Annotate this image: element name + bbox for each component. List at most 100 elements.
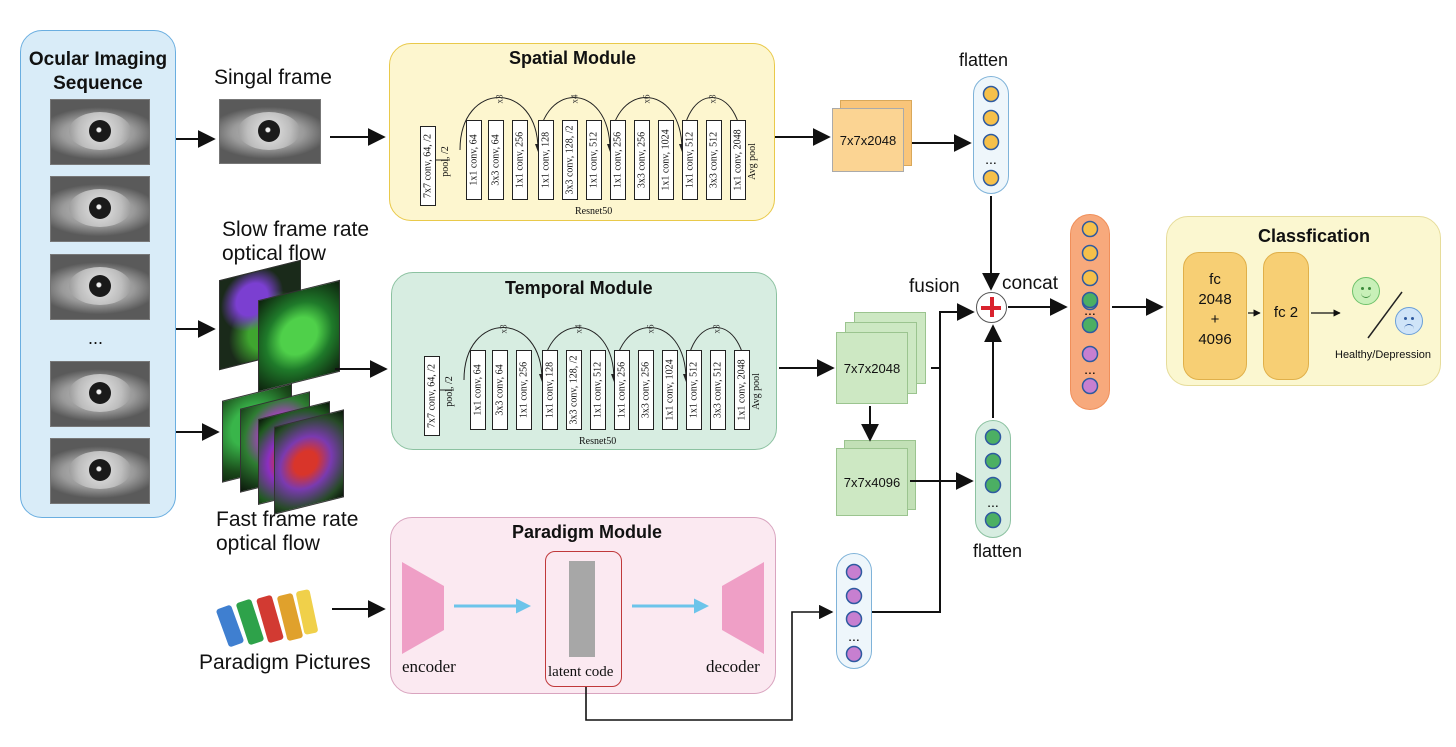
vector-nodes: ..................	[845, 85, 1099, 663]
concat-green-node-0	[1081, 291, 1099, 309]
paradigm-pictures-label: Paradigm Pictures	[199, 651, 371, 674]
flatten-top-node-2	[982, 133, 1000, 151]
fc2-block	[1263, 252, 1309, 380]
slow-flow-label: Slow frame rate optical flow	[222, 218, 370, 265]
paradigm-vector-node-3	[845, 645, 863, 663]
concat-purple-node-0	[1081, 345, 1099, 363]
decoder-shape	[722, 562, 764, 654]
concat-a-ellipsis: ...	[1084, 260, 1096, 276]
spatial-layer-8: 1x1 conv, 256	[610, 120, 626, 200]
spatial-layer-6: 3x3 conv, 128, /2	[562, 120, 578, 200]
eye-frame-3	[50, 254, 150, 320]
eye-frame-1	[50, 99, 150, 165]
flatten-bottom-label: flatten	[973, 541, 1023, 561]
spatial-cube-label: 7x7x2048	[832, 108, 904, 172]
temporal-layer-4: 1x1 conv, 256	[516, 350, 532, 430]
arrow-temporal-cube-to-fusion	[931, 303, 975, 369]
healthy-smiley-icon	[1352, 277, 1380, 305]
flatten-top-label: flatten	[959, 50, 1009, 70]
single-frame-image	[219, 99, 321, 164]
spatial-arc-0	[459, 97, 539, 151]
spatial-layer-3: 3x3 conv, 64	[488, 120, 504, 200]
flatten-top-ellipsis: ...	[985, 151, 997, 167]
temporal-cube-label: 7x7x2048	[836, 332, 908, 404]
concat-green-node-1	[1081, 316, 1099, 334]
flatten-bottom-node-0	[984, 428, 1002, 446]
latent-code-bar	[569, 561, 595, 657]
spatial-layer-13: 1x1 conv, 2048	[730, 120, 746, 200]
eye-frame-4	[50, 361, 150, 427]
spatial-layer-0: 7x7 conv, 64, /2	[420, 126, 436, 206]
decoder-label: decoder	[706, 657, 760, 676]
spatial-layer-5: 1x1 conv, 128	[538, 120, 554, 200]
spatial-layer-7: 1x1 conv, 512	[586, 120, 602, 200]
fusion-plus-icon	[976, 292, 1007, 323]
eye-frame-2	[50, 176, 150, 242]
temporal-layer-8: 1x1 conv, 256	[614, 350, 630, 430]
output-slash	[1367, 291, 1403, 339]
temporal-layer-6: 3x3 conv, 128, /2	[566, 350, 582, 430]
fc2-label: fc 2	[1273, 304, 1299, 321]
temporal-feature-cube-4096: 7x7x4096	[836, 440, 916, 516]
latent-code-label: latent code	[548, 664, 614, 680]
paradigm-vector-node-2	[845, 610, 863, 628]
temporal-layer-10: 1x1 conv, 1024	[662, 350, 678, 430]
temporal-layer-7: 1x1 conv, 512	[590, 350, 606, 430]
spatial-feature-cube: 7x7x2048	[832, 100, 912, 172]
input-panel-title: Ocular Imaging Sequence	[28, 49, 168, 94]
latent-code-box	[545, 551, 622, 687]
concat-orange-node-1	[1081, 244, 1099, 262]
input-ellipsis: ...	[88, 328, 104, 348]
flatten-bottom-ellipsis: ...	[987, 494, 999, 510]
flatten-top-node-0	[982, 85, 1000, 103]
temporal-layer-0: 7x7 conv, 64, /2	[424, 356, 440, 436]
flatten-bottom-node-3	[984, 511, 1002, 529]
paradigm-vector-ellipsis: ...	[848, 628, 860, 644]
temporal-backbone-label: Resnet50	[579, 436, 617, 447]
temporal-layer-9: 3x3 conv, 256	[638, 350, 654, 430]
temporal-layer-2: 1x1 conv, 64	[470, 350, 486, 430]
spatial-layer-11: 1x1 conv, 512	[682, 120, 698, 200]
flatten-top-node-1	[982, 109, 1000, 127]
temporal-layer-3: 3x3 conv, 64	[492, 350, 508, 430]
paradigm-module-title: Paradigm Module	[512, 522, 663, 542]
eye-frame-5	[50, 438, 150, 504]
concat-label: concat	[1002, 273, 1058, 294]
flatten-bottom-node-2	[984, 476, 1002, 494]
temporal-arc-0	[463, 327, 543, 381]
spatial-layer-2: 1x1 conv, 64	[466, 120, 482, 200]
concat-b-ellipsis: ...	[1084, 302, 1096, 318]
classification-output-label: Healthy/Depression	[1335, 349, 1431, 361]
spatial-layer-9: 3x3 conv, 256	[634, 120, 650, 200]
fusion-label: fusion	[909, 276, 960, 297]
encoder-shape	[402, 562, 444, 654]
spatial-layer-10: 1x1 conv, 1024	[658, 120, 674, 200]
fc1-block	[1183, 252, 1247, 380]
paradigm-vector-node-0	[845, 563, 863, 581]
single-frame-label: Singal frame	[214, 66, 332, 89]
temporal-module-title: Temporal Module	[505, 278, 653, 298]
temporal-cube2-label: 7x7x4096	[836, 448, 908, 516]
arrow-paradigm-vector-to-fusion	[872, 312, 941, 613]
temporal-feature-cube: 7x7x2048	[836, 312, 931, 404]
spatial-module-title: Spatial Module	[509, 48, 637, 68]
flatten-top-node-3	[982, 169, 1000, 187]
spatial-layer-12: 3x3 conv, 512	[706, 120, 722, 200]
concat-c-ellipsis: ...	[1084, 361, 1096, 377]
encoder-label: encoder	[402, 657, 456, 676]
fast-flow-label: Fast frame rate optical flow	[216, 508, 359, 555]
fc1-label: fc 2048 + 4096	[1198, 271, 1232, 348]
flatten-bottom-node-1	[984, 452, 1002, 470]
temporal-layer-11: 1x1 conv, 512	[686, 350, 702, 430]
temporal-layer-5: 1x1 conv, 128	[542, 350, 558, 430]
concat-orange2-node-0	[1081, 269, 1099, 287]
spatial-layer-4: 1x1 conv, 256	[512, 120, 528, 200]
arrow-latent-to-vector	[585, 604, 834, 721]
classification-title: Classfication	[1258, 226, 1371, 246]
spatial-backbone-label: Resnet50	[575, 206, 613, 217]
temporal-layer-12: 3x3 conv, 512	[710, 350, 726, 430]
